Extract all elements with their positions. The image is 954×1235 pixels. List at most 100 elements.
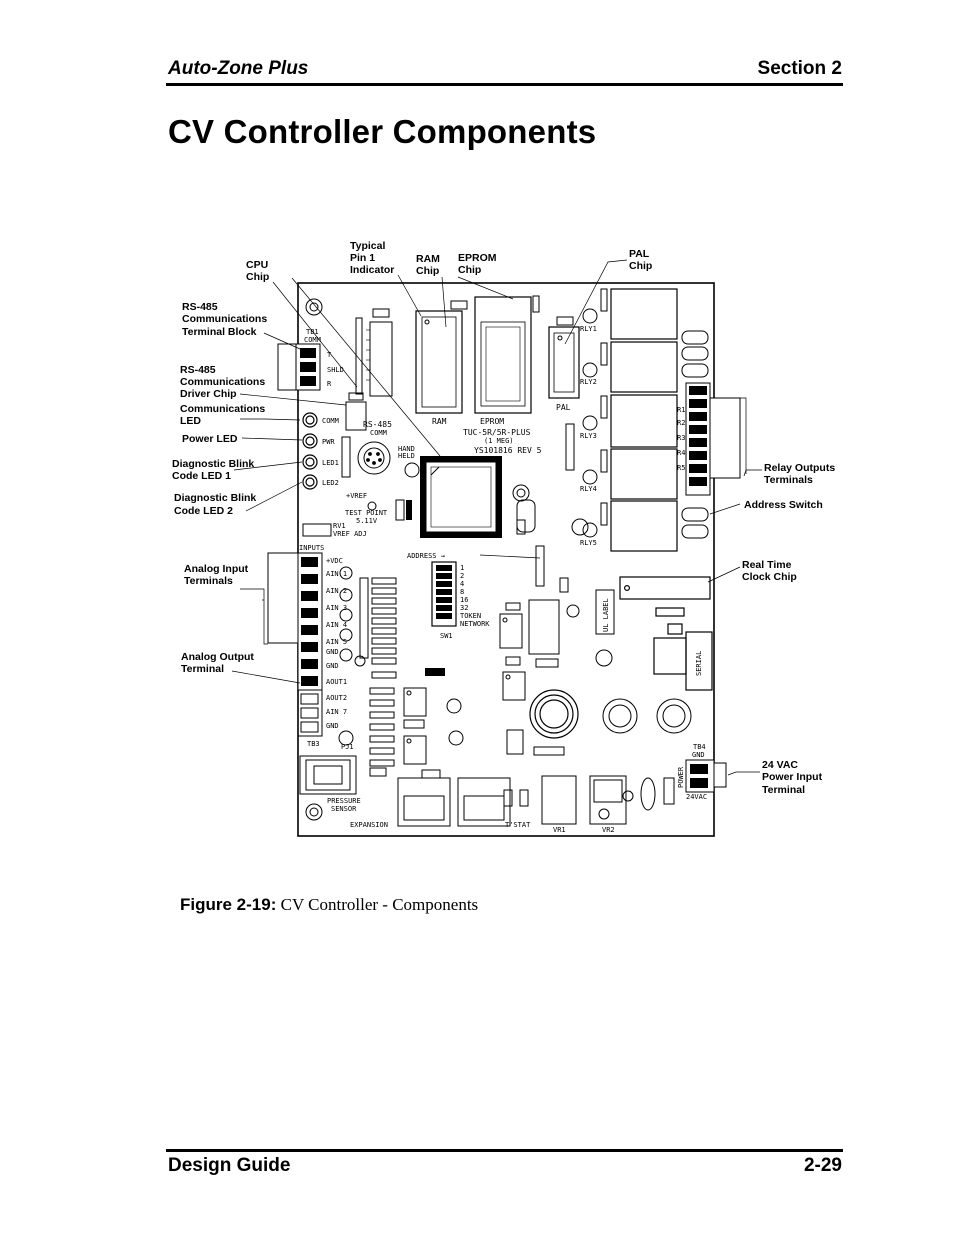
led2-silk: LED2 [322,479,339,487]
eprom-silk: EPROM [480,417,504,426]
callout-ram-1: RAM [416,253,440,265]
left-leds [302,412,318,490]
callout-relay-1: Relay Outputs [764,462,835,474]
power-terminal-block: TB4 GND 24VAC [685,743,727,801]
callout-rtc-1: Real Time [742,559,792,571]
input-pin-labels: +VDC AIN 1 AIN 2 AIN 3 AIN 4 AIN 5 GND G… [326,557,347,730]
callout-analog-in-1: Analog Input [184,563,249,575]
inputs-silk: INPUTS [299,544,324,552]
addr-bit-16: 16 [460,596,468,604]
footer-rule [166,1149,843,1152]
callout-rs485-drv-3: Driver Chip [180,388,237,400]
pin-gnd1: GND [326,648,339,656]
callout-pal-2: Chip [629,260,652,272]
addr-bit-1: 1 [460,564,464,572]
rs485-comm-silk: COMM [370,429,387,437]
rly5-silk: RLY5 [580,539,597,547]
rly4-silk: RLY4 [580,485,597,493]
vref-silk: +VREF [346,492,367,500]
tb4-gnd-silk: GND [692,751,705,759]
input-circuitry [338,566,397,767]
sc1-capacitor [529,689,579,739]
analog-input-terminal-block: INPUTS [267,544,324,691]
tb1-terminal-block: TB1 COMM T SHLD R [277,328,344,391]
pin-gnd3: GND [326,722,339,730]
callout-rs485-drv-1: RS-485 [180,364,216,376]
led1-silk: LED1 [322,459,339,467]
pin-aout1: AOUT1 [326,678,347,686]
tb3-silk: TB3 [307,740,320,748]
callout-24vac-1: 24 VAC [762,759,798,771]
callout-analog-in-2: Terminals [184,575,233,587]
rly2-silk: RLY2 [580,378,597,386]
callout-comm-led-1: Communications [180,403,265,415]
callout-diag2-2: Code LED 2 [174,505,233,517]
callout-cpu-2: Chip [246,271,269,283]
middle-chips [446,423,575,756]
tb1-comm-label: COMM [304,336,321,344]
mounting-holes [305,298,613,821]
vac-silk: 24VAC [686,793,707,801]
callout-rtc-2: Clock Chip [742,571,797,583]
r1-silk: R1 [677,406,685,414]
header-rule [166,83,843,86]
callout-eprom-2: Chip [458,264,481,276]
r4-silk: R4 [677,449,685,457]
leader-lines [231,259,762,776]
pin-ain4: AIN 4 [326,621,347,629]
pressure-silk: PRESSURE [327,797,361,805]
u13-u15-chips [369,687,441,779]
callout-diag2-1: Diagnostic Blink [174,492,256,504]
callout-pal-1: PAL [629,248,650,260]
tb4-silk: TB4 [693,743,706,751]
vr1-silk: VR1 [553,826,566,834]
expansion-silk: EXPANSION [350,821,388,829]
led-pwr-silk: PWR [322,438,335,446]
callout-ram-2: Chip [416,265,439,277]
r2-silk: R2 [677,419,685,427]
pin-ain1: AIN 1 [326,570,347,578]
addr-bit-token: TOKEN [460,612,481,620]
addr-bit-2: 2 [460,572,464,580]
callout-rs485-term-1: RS-485 [182,301,218,313]
callout-24vac-3: Terminal [762,784,805,796]
figure-caption: Figure 2-19: CV Controller - Components [180,895,478,915]
r5-silk: R5 [677,464,685,472]
pin-gnd2: GND [326,662,339,670]
callout-analog-out-2: Terminal [181,663,224,675]
callout-address-switch: Address Switch [744,499,823,511]
rs485-silk: RS-485 [363,420,392,429]
header-section: Section 2 [757,58,842,79]
board-rev-silk: YS101816 REV 5 [474,446,542,455]
tb1-pin-r: R [327,380,332,388]
voltage-regulators [541,775,675,825]
pin-ain7: AIN 7 [326,708,347,716]
callout-comm-led-2: LED [180,415,201,427]
addr-bit-network: NETWORK [460,620,490,628]
pal-silk: PAL [556,403,571,412]
figure-caption-label: Figure 2-19: [180,895,277,914]
addr-bit-32: 32 [460,604,468,612]
bottom-connectors [299,755,529,827]
varistors [681,330,709,539]
callout-cpu-1: CPU [246,259,268,271]
test-point-silk: TEST POINT [345,509,388,517]
eprom-chip: EPROM [474,295,540,426]
serial-silk: SERIAL [695,651,703,676]
callout-labels: CPU Chip Typical Pin 1 Indicator RAM Chi… [172,240,835,796]
board-mem-silk: (1 MEG) [484,437,514,445]
callout-eprom-1: EPROM [458,252,497,264]
ul-label-silk: UL LABEL [602,598,610,632]
callout-rs485-term-2: Communications [182,313,267,325]
callout-power-led: Power LED [182,433,238,445]
rv1-silk: RV1 [333,522,346,530]
test-volt-silk: 5.11V [356,517,378,525]
callout-analog-out-1: Analog Output [181,651,254,663]
ram-silk: RAM [432,417,447,426]
u1-chip [355,308,393,397]
pin-ain3: AIN 3 [326,604,347,612]
crystal-x1 [516,499,536,535]
callout-typical-2: Pin 1 [350,252,375,264]
relays [610,288,678,552]
